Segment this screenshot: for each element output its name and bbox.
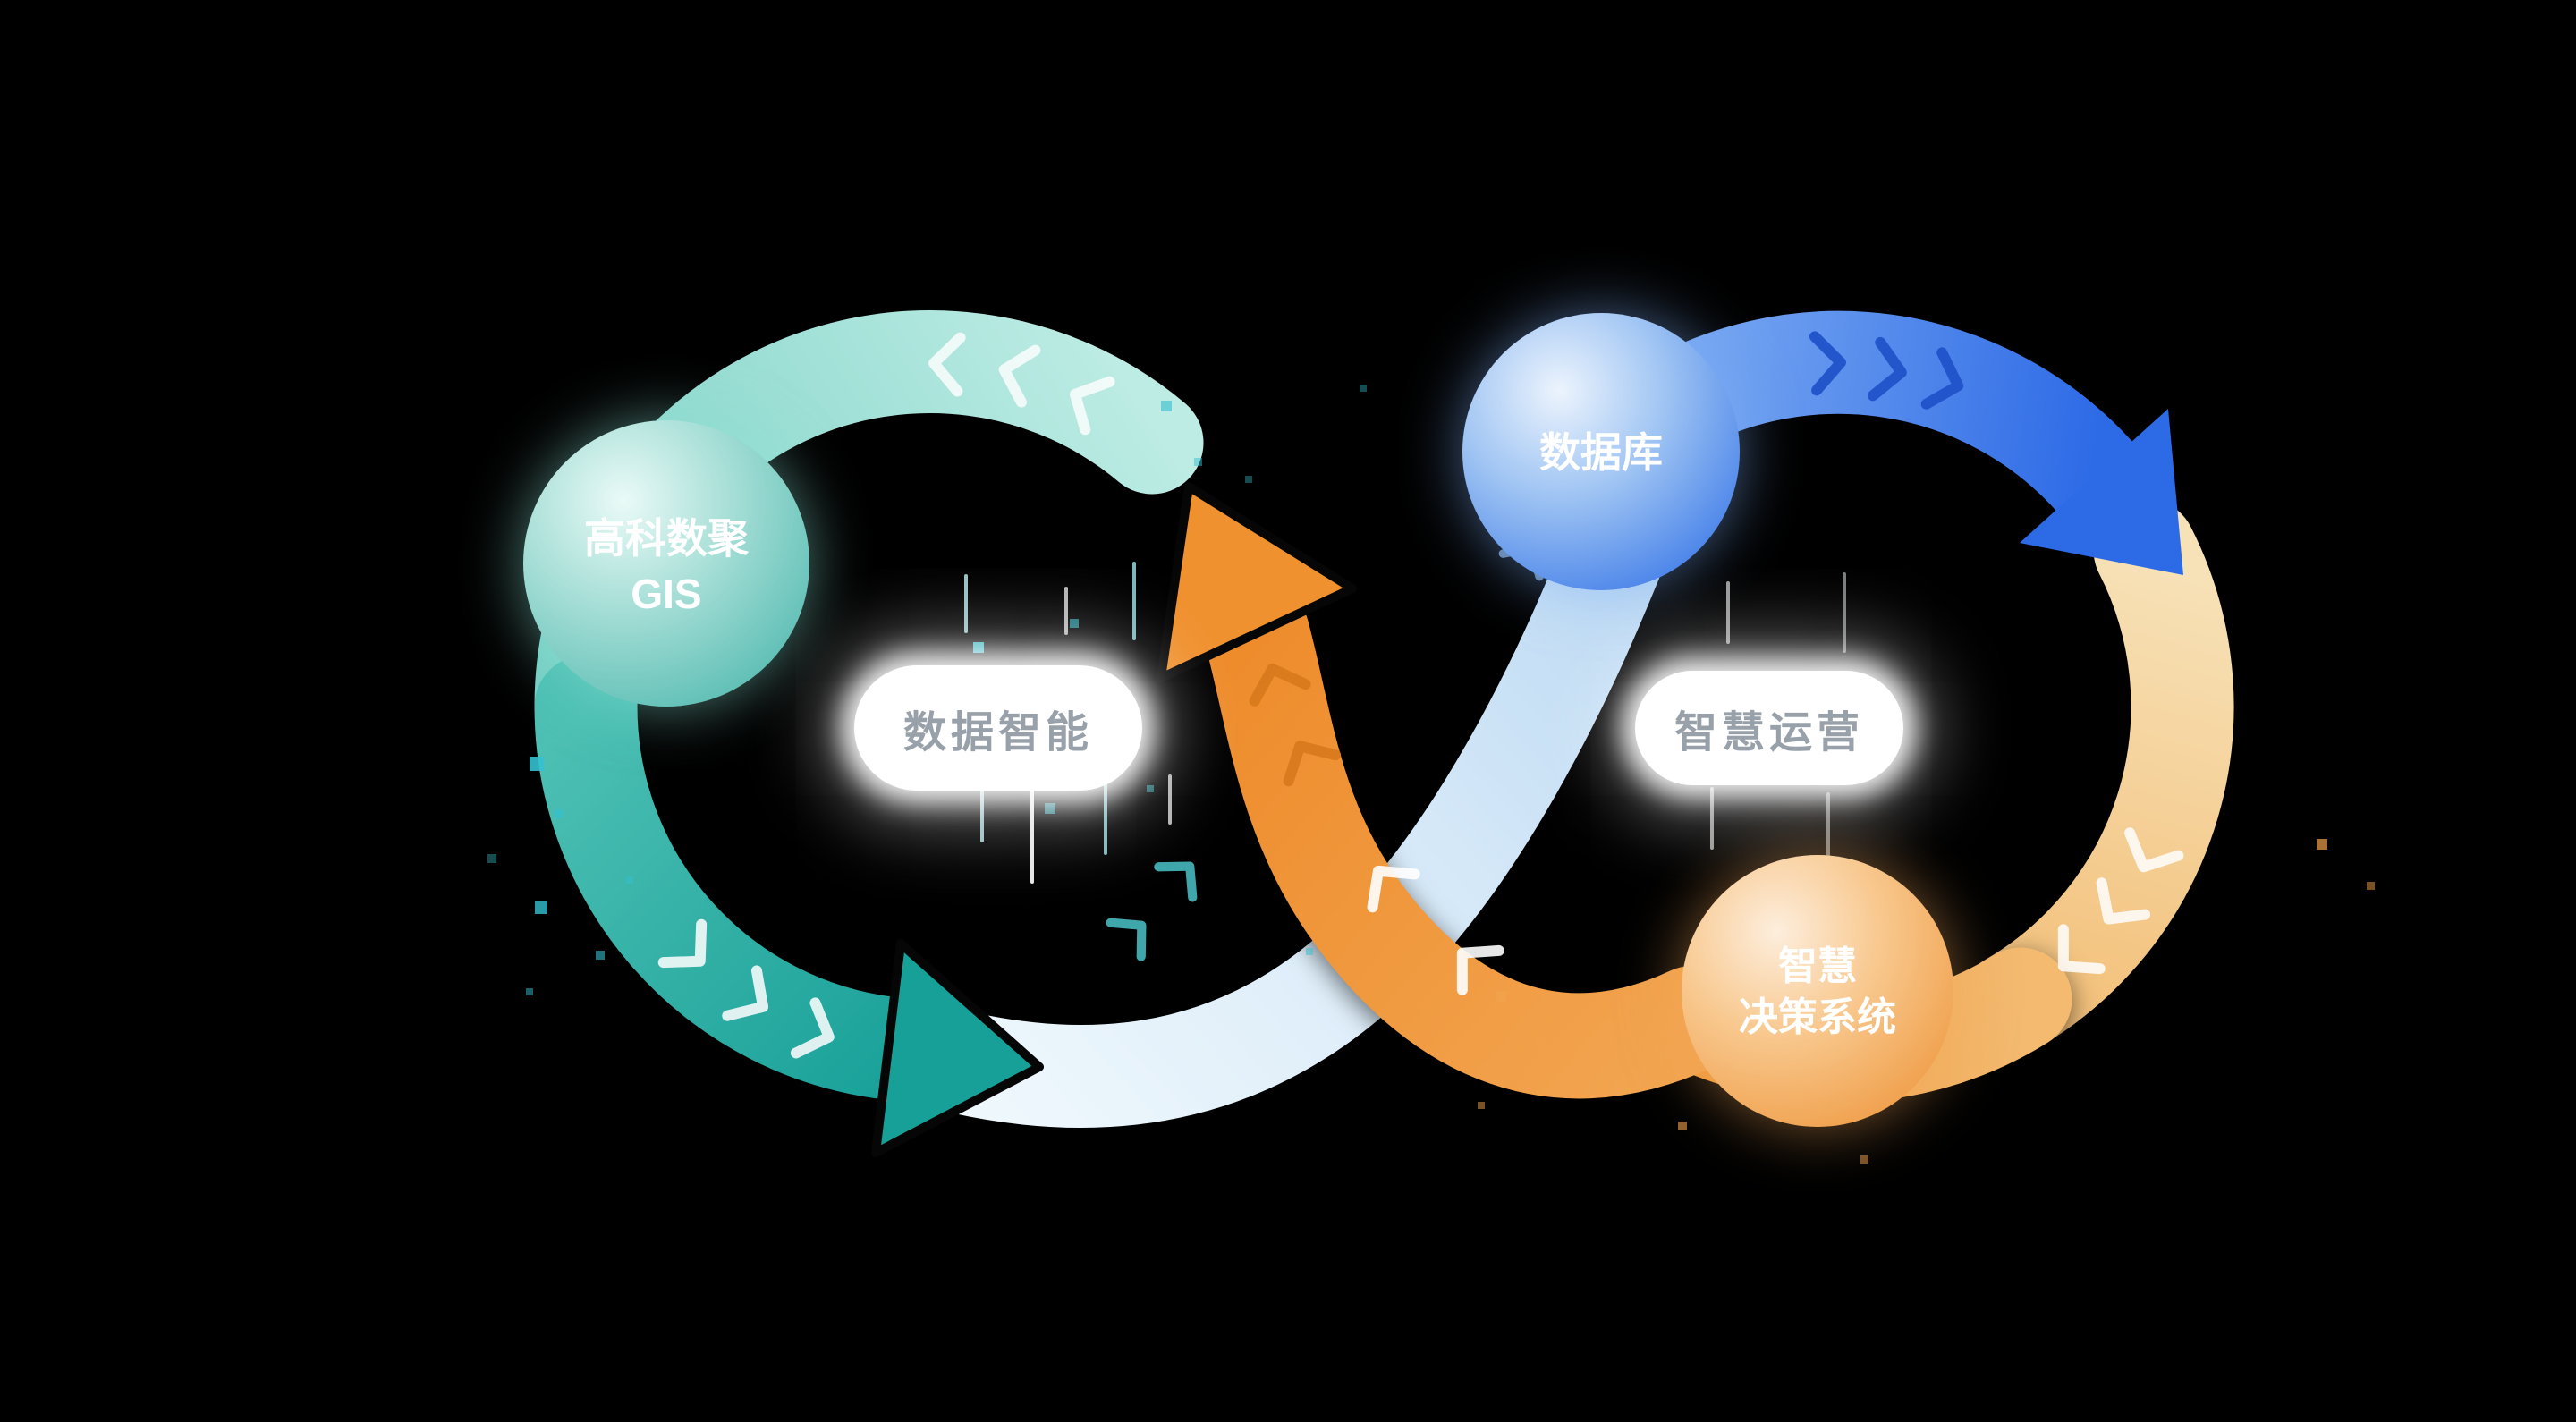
particle [1194, 458, 1202, 466]
orange-cross-shaft [1204, 580, 1745, 1099]
streak [980, 776, 984, 842]
database-label: 数据库 [1539, 429, 1663, 476]
streak [964, 574, 968, 633]
pill-data-intelligence: 数据智能 [854, 665, 1142, 791]
teal-arrowhead-icon [871, 939, 1044, 1157]
streak [1104, 780, 1107, 855]
decision-sphere [1682, 855, 1953, 1127]
gis-sphere [523, 420, 809, 707]
streak [1064, 587, 1068, 635]
blue-arrowhead-icon [2020, 409, 2183, 575]
streak [1726, 581, 1730, 644]
decision-label-line2: 决策系统 [1739, 995, 1896, 1039]
particle [535, 901, 547, 914]
particle [1070, 619, 1079, 628]
streak [1168, 774, 1172, 825]
pill-data-intelligence-label: 数据智能 [902, 709, 1093, 757]
particle [596, 951, 605, 960]
particle [1147, 785, 1154, 792]
gis-label-line1: 高科数聚 [584, 515, 750, 562]
particle [1045, 803, 1055, 814]
particle [1306, 948, 1313, 955]
database-sphere [1462, 313, 1740, 590]
particle [1478, 1102, 1485, 1109]
node-database: 数据库 [1462, 313, 1740, 590]
particle [2367, 882, 2375, 890]
particle [530, 757, 544, 771]
streak [1843, 572, 1846, 653]
particle [973, 642, 984, 653]
particle [626, 876, 633, 884]
particle [487, 854, 496, 863]
right-loop-tan-arc [1959, 498, 2234, 1056]
particle [555, 809, 564, 818]
streak [1710, 787, 1714, 850]
node-decision: 智慧 决策系统 [1682, 855, 1953, 1127]
node-gis: 高科数聚 GIS [523, 420, 809, 707]
particle [1597, 1082, 1610, 1095]
streak [1132, 562, 1136, 640]
left-loop-bottom-arc [534, 655, 940, 1100]
particle [2317, 839, 2327, 850]
orange-arrowhead-icon [1157, 482, 1357, 682]
ribbon-chevrons [1111, 851, 1208, 957]
particle [1537, 1039, 1545, 1047]
streak [1030, 787, 1034, 884]
decision-label-line1: 智慧 [1778, 944, 1857, 988]
pill-smart-operation-label: 智慧运营 [1674, 709, 1864, 757]
particle [1161, 401, 1172, 411]
particle [1245, 476, 1252, 483]
pill-smart-operation: 智慧运营 [1635, 671, 1903, 785]
particle [1860, 1155, 1868, 1164]
particle [1496, 991, 1506, 1002]
gis-label-line2: GIS [631, 571, 701, 617]
particle [526, 988, 533, 995]
particle [1678, 1122, 1687, 1130]
particle [1360, 385, 1367, 392]
pill-streaks [964, 562, 1846, 884]
